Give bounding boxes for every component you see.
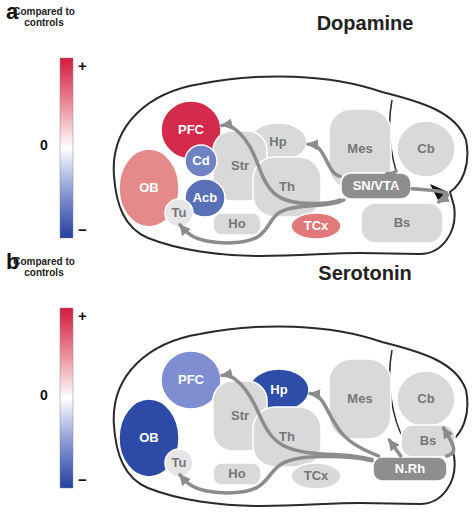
region-label: TCx [304, 469, 329, 483]
region-label: Ho [228, 467, 245, 481]
region-label: Mes [347, 392, 372, 406]
brain-region: Th [252, 156, 322, 218]
brain-region: Cd [184, 144, 218, 178]
region-label: Tu [172, 456, 187, 470]
brain-region: Cb [396, 370, 456, 428]
brain-region: Bs [400, 424, 456, 458]
projection-arrow [412, 189, 447, 202]
brain-region: PFC [160, 350, 222, 410]
scale-tick: + [78, 308, 98, 325]
brain-region: PFC [160, 100, 222, 160]
brain-region: TCx [290, 462, 342, 490]
brain-region: Tu [164, 198, 194, 228]
region-label: SN/VTA [353, 179, 400, 193]
region-label: Acb [193, 191, 218, 205]
region-label: Str [231, 159, 249, 173]
brain-region: Ho [212, 212, 262, 236]
region-label: Bs [420, 434, 437, 448]
scale-tick: − [78, 472, 98, 489]
region-label: N.Rh [395, 462, 425, 476]
brain-outline [114, 326, 468, 506]
region-label: OB [139, 181, 159, 195]
brain-region: Str [212, 130, 268, 202]
brain-region: Bs [360, 202, 444, 244]
brain-region: SN/VTA [340, 172, 412, 200]
brain-region: Th [252, 406, 322, 468]
brain-region: Mes [328, 108, 392, 190]
color-scale [60, 308, 73, 488]
region-label: Tu [172, 206, 187, 220]
scale-tick: 0 [40, 138, 56, 153]
region-label: Cd [192, 154, 209, 168]
region-label: Hp [270, 383, 287, 397]
panel-title: Dopamine [290, 12, 440, 34]
brain-region: Mes [328, 358, 392, 440]
brain-region: Cb [396, 120, 456, 178]
region-label: Cb [417, 142, 434, 156]
region-label: Th [279, 430, 295, 444]
scale-tick: 0 [40, 388, 56, 403]
region-label: TCx [304, 219, 329, 233]
scale-tick: + [78, 58, 98, 75]
region-label: Th [279, 180, 295, 194]
region-label: Cb [417, 392, 434, 406]
brain-region: Hp [248, 122, 308, 162]
region-label: Ho [228, 217, 245, 231]
region-label: PFC [178, 123, 204, 137]
scale-tick: − [78, 222, 98, 239]
brain-region: Acb [184, 178, 226, 218]
region-label: PFC [178, 373, 204, 387]
brain-region: Hp [248, 368, 310, 412]
brain-region: Str [212, 380, 268, 452]
scale-title: Compared to controls [2, 6, 86, 28]
region-label: Mes [347, 142, 372, 156]
brain-region: TCx [290, 212, 342, 240]
region-label: Hp [269, 135, 286, 149]
brain-region: N.Rh [372, 456, 448, 482]
region-label: Bs [394, 216, 411, 230]
brain-region: OB [118, 398, 180, 478]
region-label: Str [231, 409, 249, 423]
panel-title: Serotonin [290, 262, 440, 284]
region-label: OB [139, 431, 159, 445]
brain-outline [114, 76, 468, 256]
brain-region: OB [118, 148, 180, 228]
brain-region: Tu [164, 448, 194, 478]
color-scale [60, 58, 73, 238]
brain-region: Ho [212, 462, 262, 486]
scale-title: Compared to controls [2, 256, 86, 278]
projection-arrow [389, 440, 400, 456]
